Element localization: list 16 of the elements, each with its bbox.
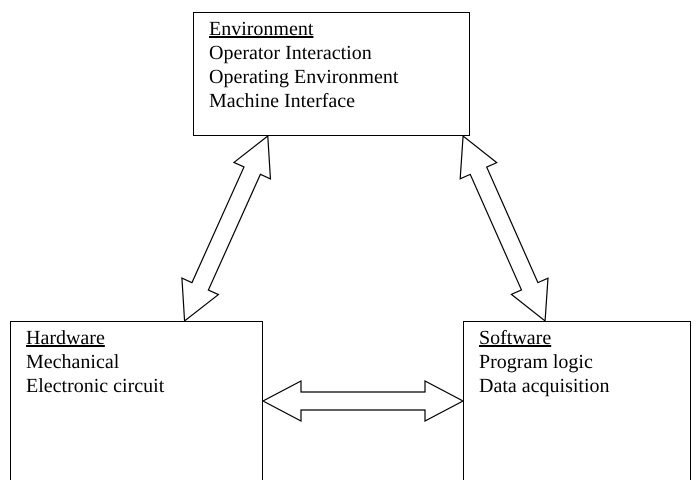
heading: Hardware [26, 326, 106, 350]
text-box [10, 321, 263, 480]
double-arrow [460, 134, 549, 322]
list-item: Operating Environment [209, 65, 400, 89]
list-item: Data acquisition [479, 374, 611, 398]
list-item: Electronic circuit [26, 374, 166, 398]
list-item: Program logic [479, 350, 594, 374]
text-box [463, 321, 691, 480]
list-item: Mechanical [26, 350, 120, 374]
double-arrow [262, 380, 464, 422]
heading: Software [479, 326, 552, 350]
list-item: Machine Interface [209, 89, 356, 113]
list-item: Operator Interaction [209, 41, 373, 65]
double-arrow [181, 134, 272, 322]
text-box [193, 12, 470, 136]
heading: Environment [209, 17, 314, 41]
